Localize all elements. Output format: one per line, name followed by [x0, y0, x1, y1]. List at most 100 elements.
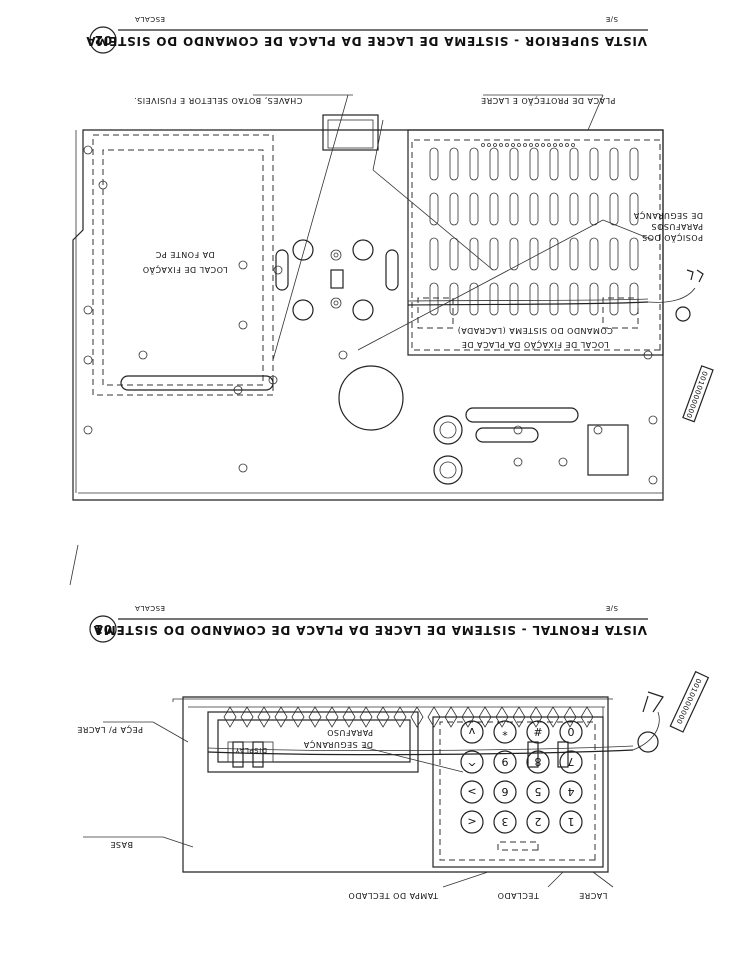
vent-slot — [549, 237, 559, 271]
scale-value: S/E — [605, 15, 618, 23]
scale-value: S/E — [605, 604, 618, 612]
psu-label-1: LOCAL DE FIXAÇÃO — [142, 265, 227, 275]
vent-slot — [629, 237, 639, 271]
vent-slot — [569, 237, 579, 271]
vent-slot — [489, 282, 499, 316]
keypad-key-label: ^ — [467, 755, 476, 768]
keypad-key-label: 5 — [535, 785, 542, 798]
vent-slot — [609, 237, 619, 271]
component-chip — [223, 706, 237, 728]
vent-slot — [569, 192, 579, 226]
vent-slot — [469, 192, 479, 226]
stray-mark — [69, 544, 79, 586]
front-callouts — [83, 721, 614, 888]
front-enclosure — [172, 696, 613, 873]
top-mounting-holes — [83, 145, 658, 485]
vent-slot — [469, 237, 479, 271]
display-module: DISPLAY — [207, 711, 419, 773]
vent-slot — [629, 147, 639, 181]
keypad-key-label: 6 — [502, 785, 509, 798]
vent-slot — [569, 282, 579, 316]
view-badge-number: 02 — [94, 33, 112, 47]
vent-slot — [589, 237, 599, 271]
keypad-key-label: > — [467, 785, 476, 798]
component-chip — [308, 706, 322, 728]
component-chip — [563, 706, 577, 728]
vent-slot — [469, 147, 479, 181]
keypad-key-label: < — [467, 815, 476, 828]
keypad-key-label: 0 — [568, 725, 575, 738]
vent-slot — [509, 282, 519, 316]
view-badge-number: 01 — [94, 622, 112, 636]
component-chip — [359, 706, 373, 728]
vent-slot — [589, 147, 599, 181]
keypad-key-label: v — [468, 725, 475, 738]
top-protection-plate: LOCAL DE FIXAÇÃO DA PLACA DE COMANDO DO … — [407, 129, 664, 356]
top-callouts — [253, 94, 654, 361]
vent-slot — [529, 192, 539, 226]
front-seal-wire: 0010000000 — [207, 670, 710, 768]
component-chip — [461, 706, 475, 728]
keypad-key-label: # — [533, 725, 542, 738]
scale-label: ESCALA — [135, 604, 165, 612]
view-badge — [89, 615, 117, 643]
view-title: VISTA SUPERIOR - SISTEMA DE LACRE DA PLA… — [86, 34, 648, 48]
keypad-key — [559, 720, 583, 744]
callout-screws-2: PARAFUSOS — [651, 222, 703, 231]
top-view-title-block: 02 VISTA SUPERIOR - SISTEMA DE LACRE DA … — [86, 15, 648, 54]
component-chip — [444, 706, 458, 728]
front-view: 01 VISTA FRONTAL - SISTEMA DE LACRE DA P… — [77, 604, 710, 900]
vent-slot — [449, 237, 459, 271]
component-chip — [393, 706, 407, 728]
component-chip — [274, 706, 288, 728]
vent-slot — [429, 147, 439, 181]
vent-slot — [549, 147, 559, 181]
keypad-key — [460, 750, 484, 774]
label-teclado: TECLADO — [497, 891, 540, 900]
label-screws-2: DE SEGURANÇA — [303, 740, 373, 749]
component-chip — [495, 706, 509, 728]
keypad-key — [493, 780, 517, 804]
keypad-key — [559, 750, 583, 774]
vent-slot — [449, 192, 459, 226]
keypad-key — [559, 810, 583, 834]
keypad-key — [460, 780, 484, 804]
top-connectors — [338, 365, 629, 485]
callout-screws-3: DE SEGURANÇA — [633, 211, 703, 220]
vent-slot — [549, 282, 559, 316]
keypad-key — [493, 810, 517, 834]
keypad-key — [460, 810, 484, 834]
callout-switches: CHAVES, BOTAO SELETOR E FUSIVEIS. — [134, 96, 303, 105]
vent-slot — [529, 282, 539, 316]
keypad-key-label: 7 — [568, 755, 575, 768]
component-chip — [410, 706, 424, 728]
keypad-key-label: 9 — [502, 755, 509, 768]
keypad: 123<456>789^0#*v — [460, 720, 583, 834]
vent-slot — [449, 147, 459, 181]
board-label-1: LOCAL DE FIXAÇÃO DA PLACA DE — [461, 340, 608, 350]
seal-tag-number: 0010000000 — [674, 677, 702, 725]
vent-slot — [489, 147, 499, 181]
vent-slot — [429, 237, 439, 271]
vent-slot — [509, 237, 519, 271]
vent-slot — [509, 147, 519, 181]
keypad-key — [526, 810, 550, 834]
vent-slot — [549, 192, 559, 226]
view-badge — [89, 26, 117, 54]
vent-slot — [569, 147, 579, 181]
callout-plate: PLACA DE PROTEÇÃO E LACRE — [481, 96, 616, 106]
vent-slot — [429, 282, 439, 316]
view-title: VISTA FRONTAL - SISTEMA DE LACRE DA PLAC… — [93, 623, 647, 637]
keypad-key-label: 3 — [502, 815, 509, 828]
top-psu-area: LOCAL DE FIXAÇÃO DA FONTE PC — [92, 134, 274, 396]
component-chip — [376, 706, 390, 728]
vent-slot — [609, 147, 619, 181]
top-slot-grid — [429, 147, 639, 316]
top-view: 02 VISTA SUPERIOR - SISTEMA DE LACRE DA … — [72, 15, 714, 501]
label-base: BASE — [110, 840, 133, 849]
component-chip — [427, 706, 441, 728]
callout-screws-1: POSIÇÃO DOS — [642, 233, 703, 243]
vent-slot — [589, 282, 599, 316]
component-chip — [512, 706, 526, 728]
